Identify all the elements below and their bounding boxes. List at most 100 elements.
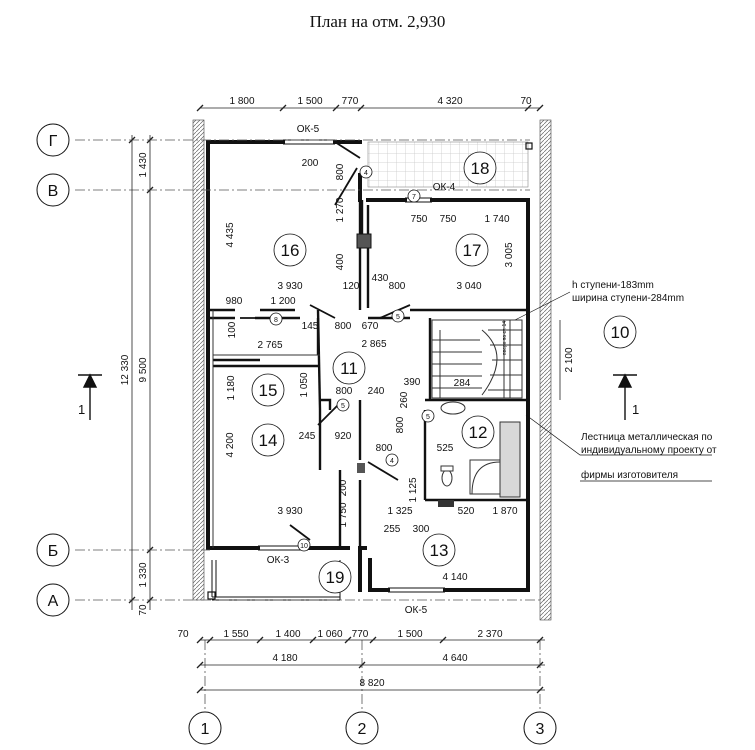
room-17-label: 17 (463, 241, 482, 260)
callout-line-3: фирмы изготовителя (581, 469, 678, 481)
column-block (356, 233, 372, 249)
stair-arrow-label: вверх по ст. 14 (502, 321, 508, 355)
plan-title: План на отм. 2,930 (309, 12, 446, 31)
room-circles (251, 151, 637, 594)
dim-inner: 4 435 (225, 222, 236, 247)
dim-inner: 3 930 (277, 281, 302, 292)
small-column (357, 463, 365, 473)
dim-inner: 670 (362, 321, 379, 332)
dimension-ticks (128, 104, 544, 694)
room-19-label: 19 (326, 568, 345, 587)
dim-bottom-770: 770 (352, 629, 369, 640)
dim-inner: 800 (335, 321, 352, 332)
stair-note-height: h ступени-183mm (572, 280, 654, 291)
staircase (431, 319, 523, 399)
window-ok5-bottom: ОК-5 (405, 605, 428, 616)
dim-top-770: 770 (342, 96, 359, 107)
dim-inner: 1 740 (484, 214, 509, 225)
dim-inner: 1 750 (338, 502, 349, 527)
dim-inner: 145 (302, 321, 319, 332)
dim-inner: 1 180 (226, 375, 237, 400)
dim-inner: 300 (413, 524, 430, 535)
dim-inner: 3 005 (504, 242, 515, 267)
axis-label-g: Г (49, 133, 58, 150)
dim-inner: 2 865 (361, 339, 386, 350)
dim-bottom-total: 8 820 (359, 678, 384, 689)
window-ok5-top: ОК-5 (297, 124, 320, 135)
dim-inner: 284 (454, 378, 471, 389)
axis-label-3: 3 (536, 721, 545, 738)
dim-inner: 200 (302, 158, 319, 169)
dim-inner: 920 (335, 431, 352, 442)
axis-label-v: В (48, 183, 59, 200)
door-mark: 10 (300, 543, 308, 550)
callout-leader (525, 414, 712, 456)
balcony-tile-area (367, 141, 529, 188)
section-marks (78, 373, 637, 420)
axis-label-2: 2 (358, 721, 367, 738)
dim-bottom-4640: 4 640 (442, 653, 467, 664)
dim-inner: 3 930 (277, 506, 302, 517)
dimension-lines (131, 107, 561, 691)
dim-inner: 4 200 (225, 432, 236, 457)
room-15-label: 15 (259, 381, 278, 400)
section-mark-left: 1 (78, 402, 85, 417)
room-16-label: 16 (281, 241, 300, 260)
room-10-label: 10 (611, 323, 630, 342)
col-axis-bubbles: 1 2 3 (188, 711, 557, 745)
dim-inner: 1 200 (270, 296, 295, 307)
dim-inner: 245 (299, 431, 316, 442)
dim-inner: 260 (399, 391, 410, 408)
dim-inner: 400 (335, 253, 346, 270)
dim-top-4320: 4 320 (437, 96, 462, 107)
dim-inner: 255 (384, 524, 401, 535)
bathroom-fixtures (440, 401, 521, 498)
room-14-label: 14 (259, 431, 278, 450)
window-lines (211, 139, 445, 601)
dim-inner: 525 (437, 443, 454, 454)
dim-bottom-2370: 2 370 (477, 629, 502, 640)
room-18-label: 18 (471, 159, 490, 178)
dim-inner: 240 (368, 386, 385, 397)
axis-label-1: 1 (201, 721, 210, 738)
dim-left-total: 12 330 (120, 354, 131, 385)
dim-inner: 1 270 (335, 197, 346, 222)
dim-inner: 2 100 (564, 347, 575, 372)
dim-left-9500: 9 500 (138, 357, 149, 382)
dim-bottom-4180: 4 180 (272, 653, 297, 664)
door-mark: 5 (341, 403, 345, 410)
dim-inner: 980 (226, 296, 243, 307)
dim-inner: 800 (336, 386, 353, 397)
dim-inner: 4 140 (442, 572, 467, 583)
dim-inner: 750 (411, 214, 428, 225)
axis-label-b: Б (48, 543, 59, 560)
dim-left-1430: 1 430 (138, 152, 149, 177)
inner-dimensions: 200 800 1 270 750 750 1 740 4 435 400 43… (225, 158, 575, 583)
dim-inner: 200 (338, 479, 349, 496)
dim-top-1500: 1 500 (297, 96, 322, 107)
dim-inner: 2 765 (257, 340, 282, 351)
dim-left-1330: 1 330 (138, 562, 149, 587)
dim-left-70: 70 (138, 604, 149, 616)
dim-bottom-1060: 1 060 (317, 629, 342, 640)
door-mark-circles (269, 165, 435, 552)
dim-inner: 1 125 (408, 477, 419, 502)
dim-bottom-1500: 1 500 (397, 629, 422, 640)
door-mark: 4 (390, 458, 394, 465)
dim-bottom-1550: 1 550 (223, 629, 248, 640)
door-mark: 8 (274, 317, 278, 324)
window-ok3: ОК-3 (267, 555, 290, 566)
duct-block (438, 500, 454, 507)
dim-top-70: 70 (520, 96, 532, 107)
dim-inner: 3 040 (456, 281, 481, 292)
dim-inner: 800 (376, 443, 393, 454)
section-mark-right: 1 (632, 402, 639, 417)
axis-label-a: А (48, 593, 59, 610)
dim-inner: 1 050 (299, 372, 310, 397)
dim-inner: 800 (335, 163, 346, 180)
room-13-label: 13 (430, 541, 449, 560)
dim-inner: 1 870 (492, 506, 517, 517)
dim-inner: 520 (458, 506, 475, 517)
room-11-label: 11 (340, 359, 358, 378)
dim-inner: 1 325 (387, 506, 412, 517)
